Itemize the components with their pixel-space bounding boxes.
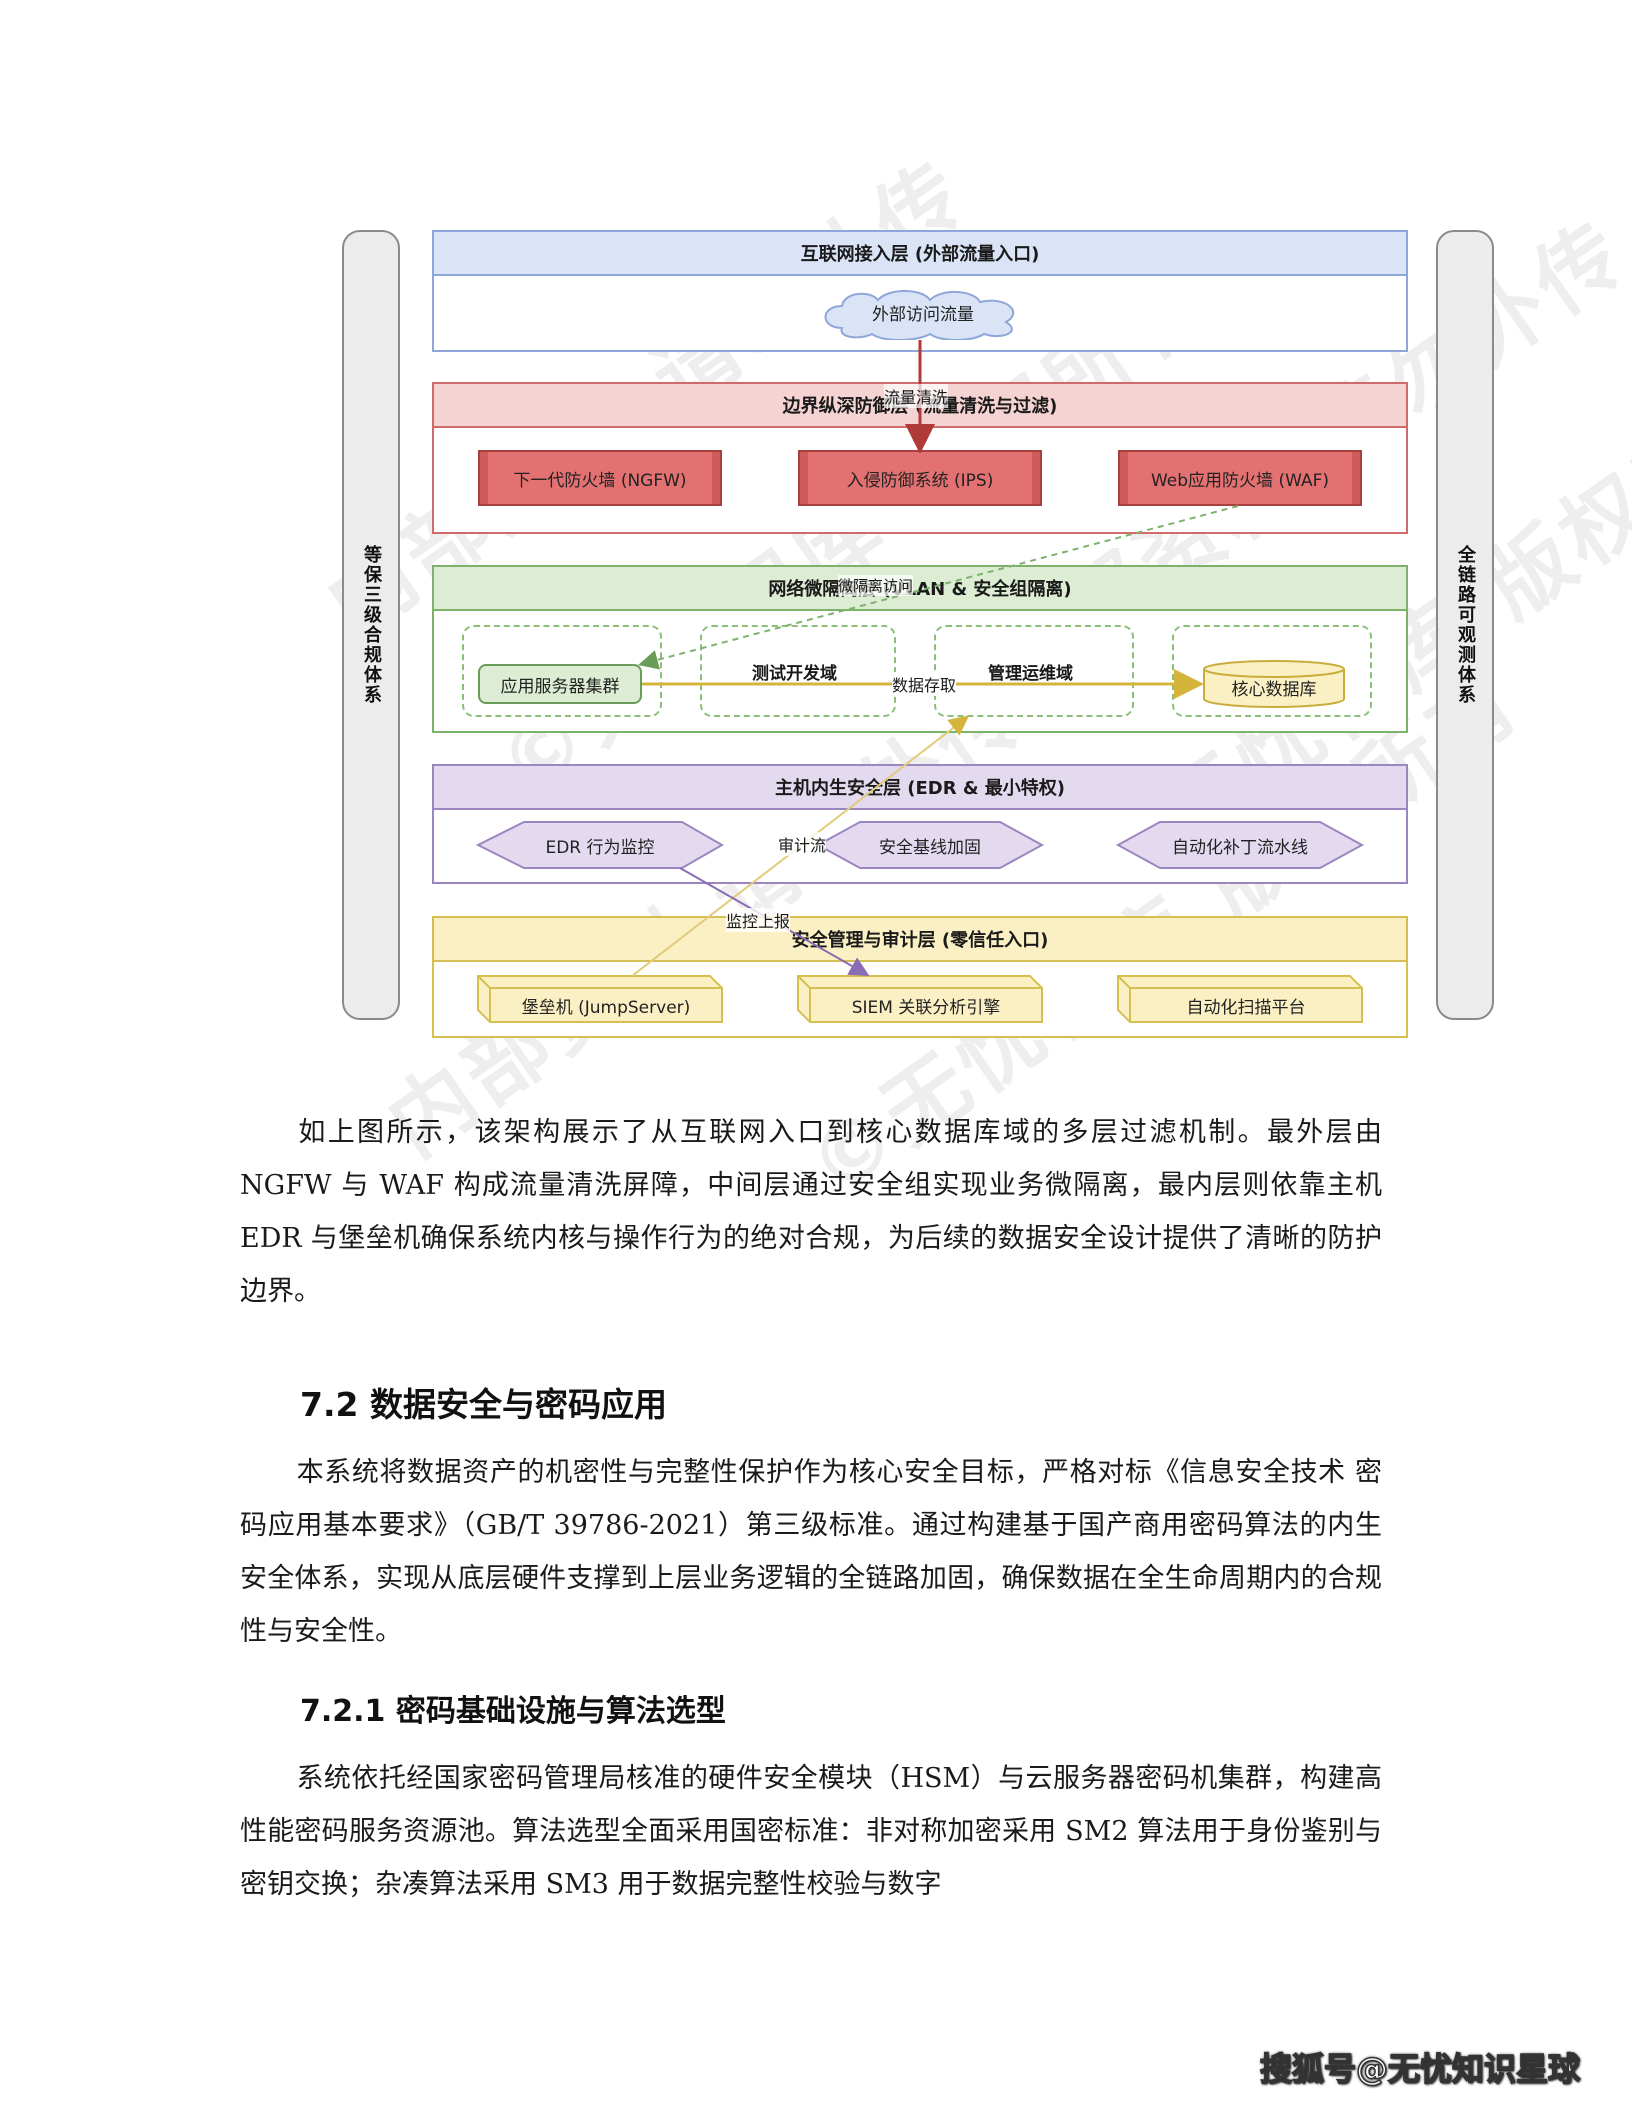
auto-scan-node: 自动化扫描平台 [1186,997,1306,1018]
monitor-report-label: 监控上报 [726,908,791,932]
layer-title: 安全管理与审计层 (零信任入口) [434,918,1406,962]
database-icon [1203,660,1345,708]
observability-sidebar: 全链路可观测体系 [1436,230,1494,1020]
ops-zone [934,625,1134,717]
paragraph: 系统依托经国家密码管理局核准的硬件安全模块（HSM）与云服务器密码机集群，构建高… [240,1752,1382,1911]
data-access-label: 数据存取 [892,672,957,696]
cloud-icon [824,290,1015,340]
ngfw-node: 下一代防火墙 (NGFW) [478,450,722,506]
micro-isolation-label: 微隔离访问 [838,575,914,596]
traffic-cleaning-label: 流量清洗 [884,384,949,408]
paragraph-text: 如上图所示，该架构展示了从互联网入口到核心数据库域的多层过滤机制。最外层由 NG… [240,1117,1382,1307]
audit-stream-label: 审计流 [778,832,827,856]
bastion-host-node: 堡垒机 (JumpServer) [521,997,691,1018]
patch-pipeline-node: 自动化补丁流水线 [1172,837,1308,858]
paragraph-text: 系统依托经国家密码管理局核准的硬件安全模块（HSM）与云服务器密码机集群，构建高… [240,1763,1382,1900]
app-server-cluster: 应用服务器集群 [478,664,642,704]
box-shapes [477,975,1363,1023]
external-traffic-cloud-label: 外部访问流量 [872,304,974,325]
edr-node: EDR 行为监控 [545,837,655,858]
section-heading: 7.2 数据安全与密码应用 [300,1385,667,1424]
micro-segmentation-layer: 网络微隔离层 (VLAN & 安全组隔离) [432,565,1408,733]
siem-node: SIEM 关联分析引擎 [851,997,1001,1018]
core-db-zone [1172,625,1372,717]
ips-node: 入侵防御系统 (IPS) [798,450,1042,506]
app-zone [462,625,662,717]
compliance-sidebar-label: 等保三级合规体系 [361,545,382,705]
core-database-label: 核心数据库 [1231,679,1317,700]
hex-shapes [475,821,1365,869]
waf-node: Web应用防火墙 (WAF) [1118,450,1362,506]
paragraph: 本系统将数据资产的机密性与完整性保护作为核心安全目标，严格对标《信息安全技术 密… [240,1446,1382,1658]
diagram-connectors [631,340,1239,977]
baseline-node: 安全基线加固 [879,837,981,858]
layer-title: 互联网接入层 (外部流量入口) [434,232,1406,276]
test-dev-zone [700,625,896,717]
ops-zone-label: 管理运维域 [988,664,1073,684]
compliance-sidebar: 等保三级合规体系 [342,230,400,1020]
test-dev-zone-label: 测试开发域 [752,664,837,684]
layer-title: 主机内生安全层 (EDR & 最小特权) [434,766,1406,810]
subsection-heading: 7.2.1 密码基础设施与算法选型 [300,1694,726,1729]
paragraph: 如上图所示，该架构展示了从互联网入口到核心数据库域的多层过滤机制。最外层由 NG… [240,1106,1382,1318]
paragraph-text: 本系统将数据资产的机密性与完整性保护作为核心安全目标，严格对标《信息安全技术 密… [240,1457,1382,1647]
source-watermark: 搜狐号@无忧知识星球 [1259,2049,1581,2089]
observability-sidebar-label: 全链路可观测体系 [1455,545,1476,705]
